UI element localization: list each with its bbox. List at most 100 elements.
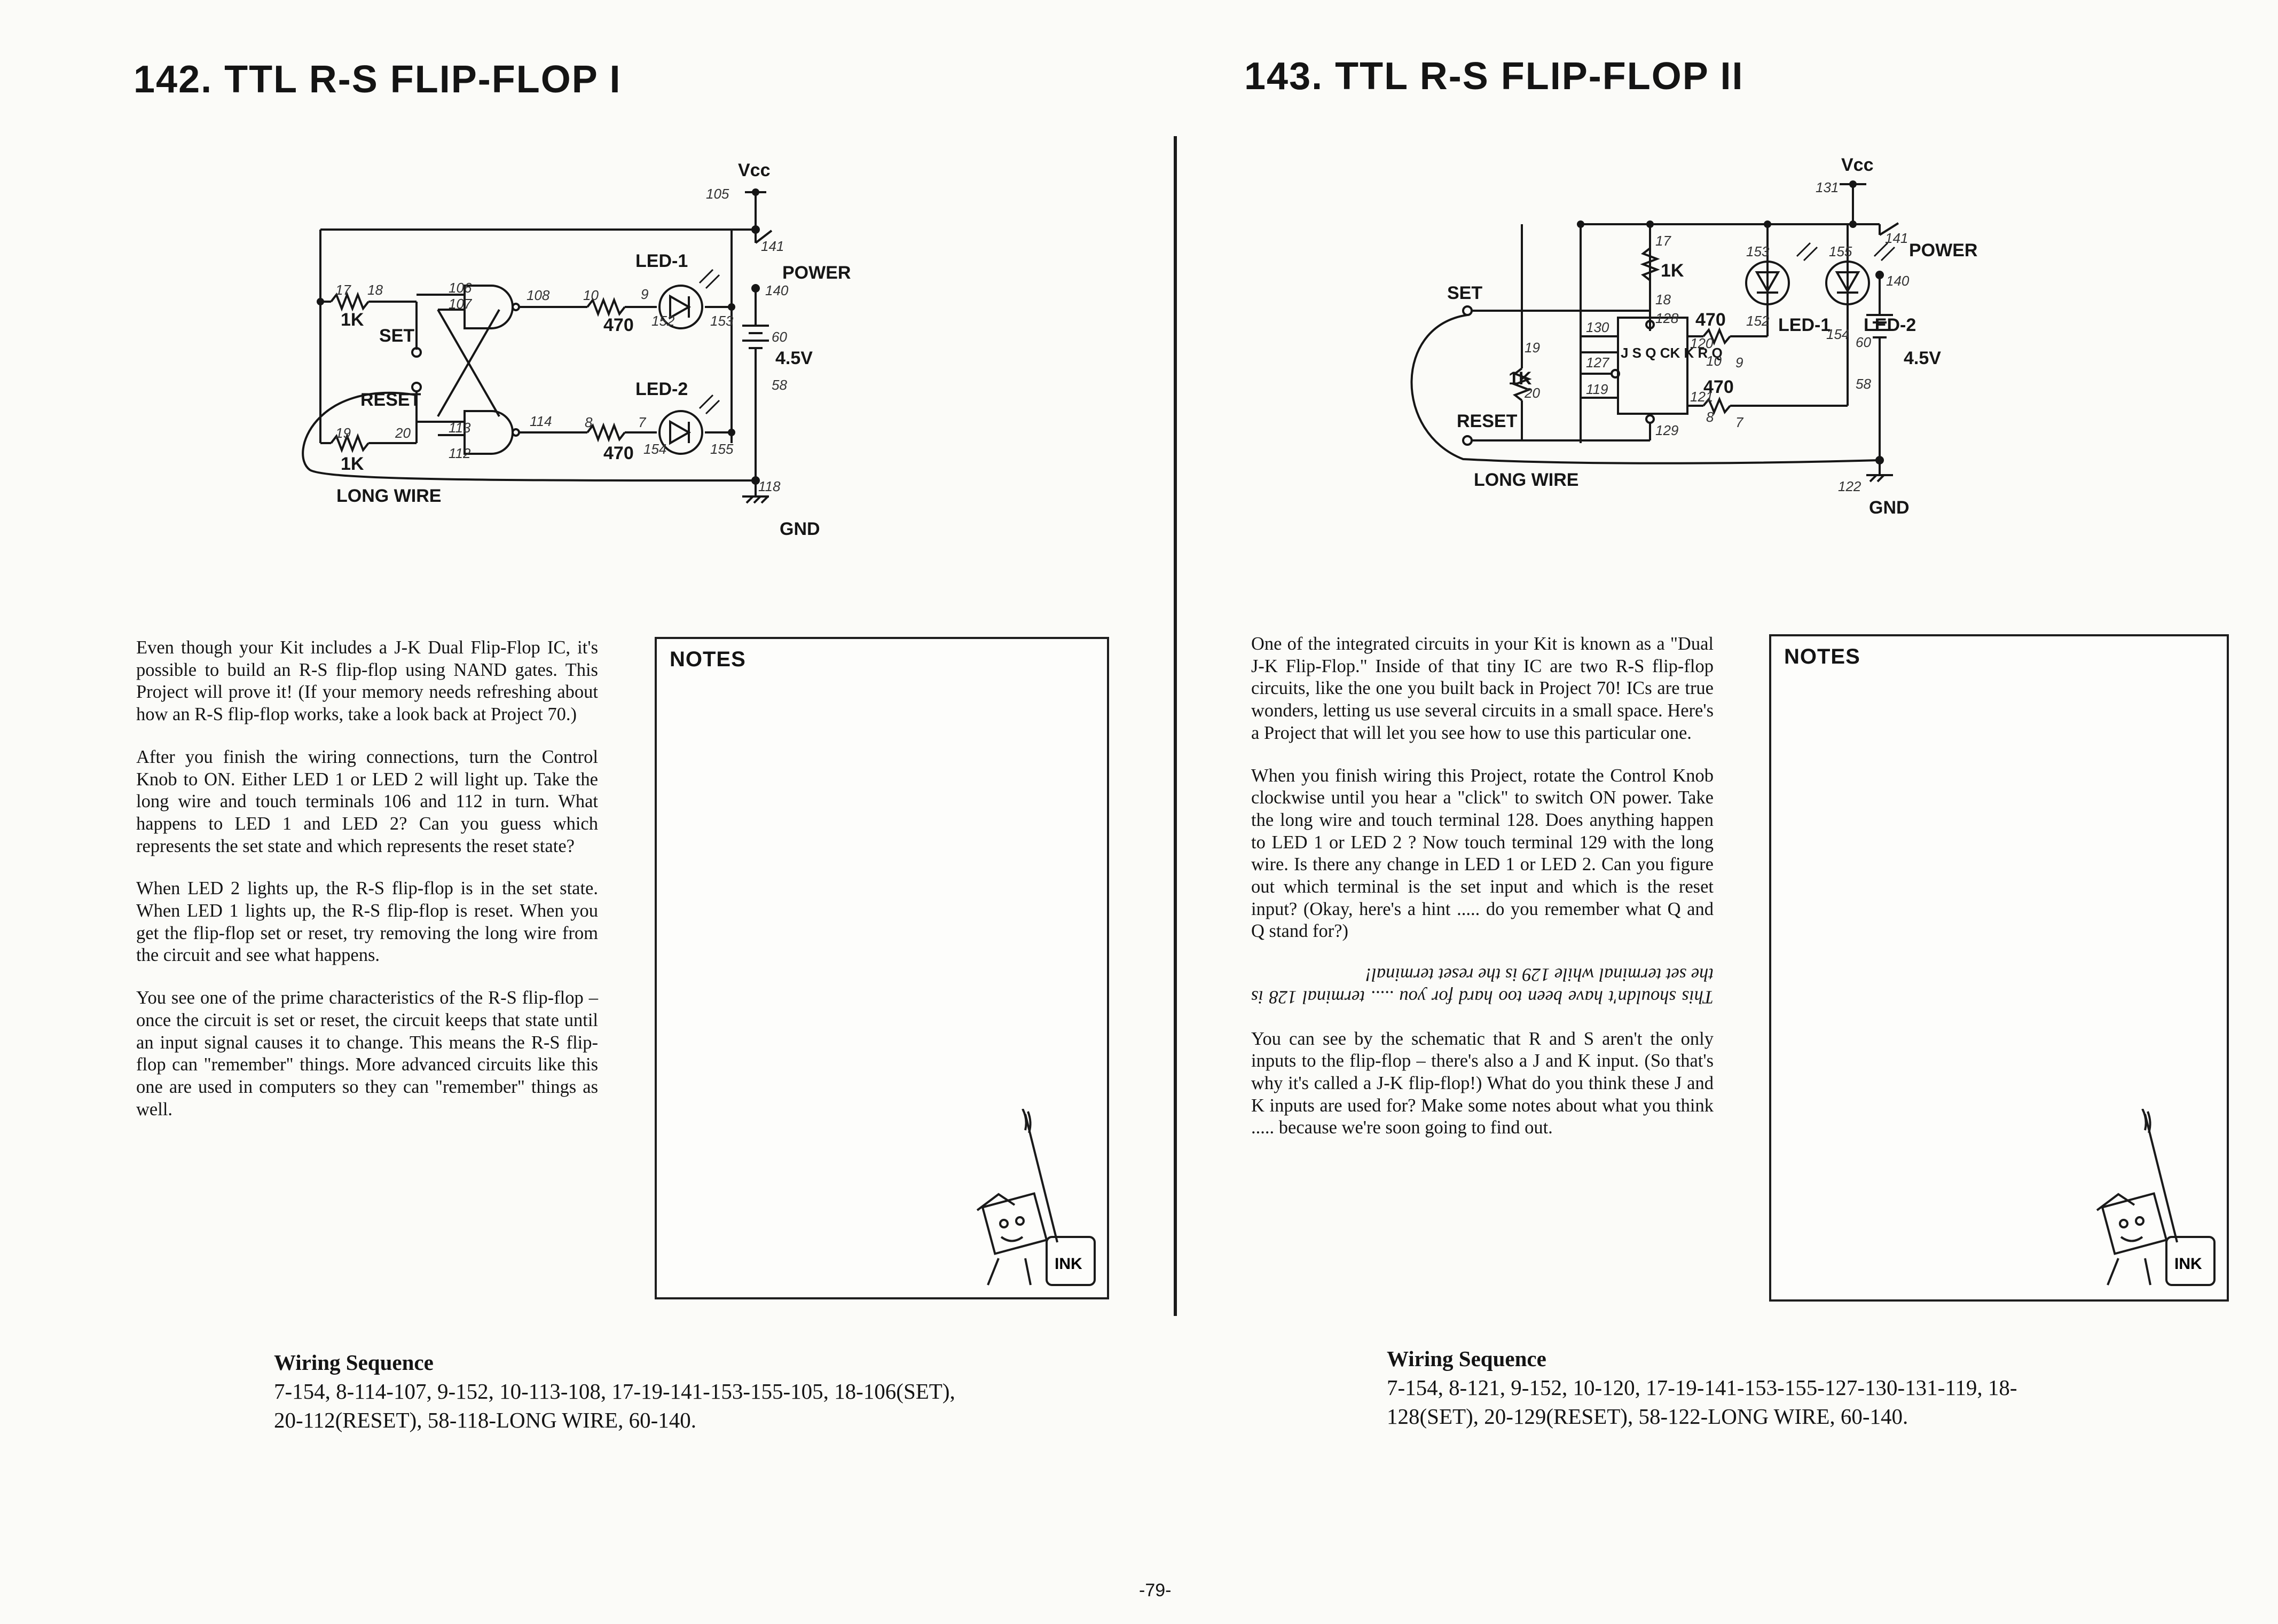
long-wire-label: LONG WIRE (1474, 470, 1578, 490)
terminal-label: 8 (585, 414, 593, 430)
terminal-label: 140 (765, 282, 789, 298)
ink-label: INK (1055, 1255, 1082, 1273)
led2-label: LED-2 (635, 379, 688, 399)
resistor-470-bottom: 470 (603, 443, 634, 463)
terminal-label: 58 (1856, 376, 1871, 392)
body-text-left: Even though your Kit includes a J-K Dual… (136, 637, 598, 1141)
terminal-label: 58 (772, 377, 787, 393)
terminal-label: 113 (449, 420, 471, 436)
led2-label: LED-2 (1864, 315, 1916, 335)
terminal-label: 108 (527, 287, 550, 303)
paragraph: You see one of the prime characteristics… (136, 988, 598, 1120)
wiring-sequence-title: Wiring Sequence (274, 1350, 434, 1375)
schematic-jk-flip-flop: Vcc POWER 4.5V GND LED-1 LED-2 470 470 1… (1410, 155, 1977, 518)
terminal-label: 155 (710, 441, 734, 457)
terminal-label: 10 (583, 287, 599, 303)
wiring-sequence-line: 128(SET), 20-129(RESET), 58-122-LONG WIR… (1387, 1404, 1908, 1429)
paragraph: Even though your Kit includes a J-K Dual… (136, 637, 598, 725)
terminal-label: 105 (706, 186, 729, 202)
terminal-label: 10 (1706, 353, 1722, 369)
resistor-470-top: 470 (603, 315, 634, 335)
terminal-label: 9 (641, 286, 648, 302)
resistor-1k-top: 1K (341, 310, 364, 330)
notes-box-left[interactable]: NOTES INK (655, 637, 1109, 1299)
paragraph: When you finish wiring this Project, rot… (1251, 765, 1714, 942)
terminal-label: 118 (758, 478, 781, 494)
gnd-label: GND (1869, 498, 1910, 518)
gnd-label: GND (780, 519, 820, 539)
wiring-sequence-line: 7-154, 8-114-107, 9-152, 10-113-108, 17-… (274, 1379, 955, 1404)
terminal-label: 129 (1655, 422, 1678, 438)
terminal-label: 154 (643, 441, 666, 457)
schematic-rs-flip-flop-nand: Vcc POWER 4.5V GND LED-1 LED-2 470 470 1… (302, 160, 851, 539)
body-text-right: One of the integrated circuits in your K… (1251, 633, 1714, 1160)
terminal-label: 114 (530, 413, 552, 429)
set-label: SET (379, 326, 414, 346)
battery-label: 4.5V (1904, 348, 1941, 368)
terminal-label: 152 (1746, 313, 1770, 329)
led1-label: LED-1 (635, 251, 688, 271)
terminal-label: 107 (449, 296, 473, 312)
wiring-sequence-line: 7-154, 8-121, 9-152, 10-120, 17-19-141-1… (1387, 1375, 2017, 1400)
paragraph: When LED 2 lights up, the R-S flip-flop … (136, 878, 598, 966)
paragraph: You can see by the schematic that R and … (1251, 1028, 1714, 1138)
terminal-label: 153 (1746, 243, 1770, 259)
page-title-left: 142. TTL R-S FLIP-FLOP I (133, 58, 622, 101)
terminal-label: 60 (1856, 334, 1871, 350)
reset-label: RESET (1457, 411, 1518, 431)
terminal-label: 152 (651, 313, 675, 329)
terminal-label: 128 (1655, 310, 1679, 326)
resistor-1k-bottom: 1K (1509, 368, 1532, 389)
resistor-470-bottom: 470 (1703, 377, 1734, 397)
terminal-label: 17 (1655, 233, 1671, 249)
resistor-1k-bottom: 1K (341, 454, 364, 474)
terminal-label: 141 (1885, 230, 1908, 246)
notes-label: NOTES (670, 648, 746, 671)
terminal-label: 18 (1655, 291, 1671, 308)
wiring-sequence-line: 20-112(RESET), 58-118-LONG WIRE, 60-140. (274, 1408, 697, 1432)
terminal-label: 154 (1826, 326, 1849, 342)
vcc-label: Vcc (738, 160, 771, 180)
terminal-label: 127 (1586, 354, 1610, 370)
upside-down-answer: This shouldn't have been too hard for yo… (1251, 964, 1714, 1007)
terminal-label: 7 (638, 414, 647, 430)
resistor-1k-top: 1K (1661, 261, 1684, 281)
terminal-label: 119 (1586, 381, 1608, 397)
ink-label: INK (2174, 1255, 2202, 1273)
wiring-sequence-right: Wiring Sequence 7-154, 8-121, 9-152, 10-… (1387, 1344, 2017, 1431)
terminal-label: 17 (335, 282, 351, 298)
terminal-label: 20 (1524, 385, 1540, 401)
terminal-label: 153 (710, 313, 734, 329)
terminal-label: 20 (395, 425, 411, 441)
terminal-label: 122 (1838, 478, 1861, 494)
terminal-label: 8 (1706, 409, 1714, 425)
page-number: -79- (1139, 1580, 1172, 1601)
battery-label: 4.5V (775, 348, 813, 368)
long-wire-label: LONG WIRE (336, 486, 441, 506)
ink-bottle-mascot-icon: INK (2096, 1109, 2216, 1286)
reset-label: RESET (360, 390, 421, 410)
power-label: POWER (1909, 240, 1977, 261)
terminal-label: 106 (449, 280, 472, 296)
terminal-label: 121 (1690, 389, 1713, 405)
terminal-label: 18 (367, 282, 383, 298)
ic-pin-labels: J S Q CK K R Q (1621, 345, 1723, 361)
notes-box-right[interactable]: NOTES INK (1769, 634, 2229, 1302)
resistor-470-top: 470 (1695, 310, 1726, 330)
terminal-label: 131 (1816, 179, 1839, 195)
terminal-label: 19 (335, 425, 351, 441)
set-label: SET (1447, 283, 1482, 303)
vcc-label: Vcc (1841, 155, 1874, 175)
terminal-label: 141 (761, 238, 784, 254)
terminal-label: 140 (1886, 273, 1910, 289)
terminal-label: 112 (449, 445, 471, 461)
notes-label: NOTES (1784, 645, 1860, 668)
terminal-label: 120 (1690, 335, 1714, 351)
paragraph: One of the integrated circuits in your K… (1251, 634, 1714, 743)
terminal-label: 9 (1735, 354, 1743, 370)
ink-bottle-mascot-icon: INK (976, 1109, 1096, 1286)
led1-label: LED-1 (1778, 315, 1831, 335)
power-label: POWER (782, 263, 851, 283)
page-title-right: 143. TTL R-S FLIP-FLOP II (1244, 55, 1744, 98)
terminal-label: 155 (1829, 243, 1852, 259)
